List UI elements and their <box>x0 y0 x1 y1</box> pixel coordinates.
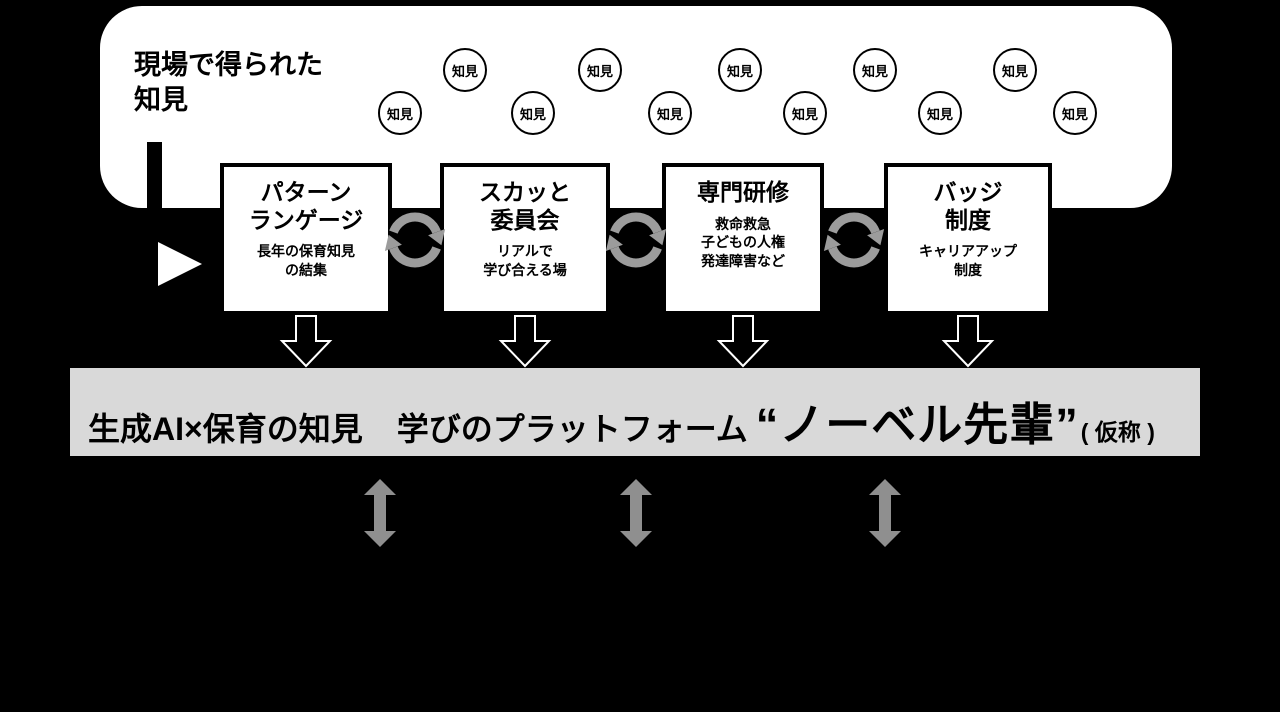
platform-bar-left-text: 生成AI×保育の知見 <box>88 411 363 447</box>
knowledge-circle: 知見 <box>783 91 827 135</box>
platform-bar-suffix-text: ( 仮称 ) <box>1080 419 1155 445</box>
double-arrow-icon <box>620 479 652 547</box>
box-title: スカッと 委員会 <box>479 179 571 233</box>
knowledge-circle: 知見 <box>648 91 692 135</box>
box-subtitle: キャリアアップ 制度 <box>919 243 1017 279</box>
down-arrow-icon <box>718 315 768 367</box>
box-title: 専門研修 <box>697 179 789 205</box>
box-sukatto-committee: スカッと 委員会 リアルで 学び合える場 <box>440 163 610 315</box>
platform-bar: 生成AI×保育の知見 学びのプラットフォーム “ノーベル先輩” ( 仮称 ) <box>70 368 1200 456</box>
knowledge-circle: 知見 <box>918 91 962 135</box>
box-specialized-training: 専門研修 救命救急 子どもの人権 発達障害など <box>662 163 824 315</box>
cycle-arrow-icon <box>378 203 452 277</box>
flow-arrow-head-icon <box>158 242 202 286</box>
knowledge-circle: 知見 <box>511 91 555 135</box>
double-arrow-icon <box>869 479 901 547</box>
knowledge-circle: 知見 <box>718 48 762 92</box>
box-subtitle: リアルで 学び合える場 <box>483 243 567 279</box>
box-title: バッジ 制度 <box>933 179 1003 233</box>
box-pattern-language: パターン ランゲージ 長年の保育知見 の結集 <box>220 163 392 315</box>
knowledge-circle: 知見 <box>578 48 622 92</box>
knowledge-circle: 知見 <box>853 48 897 92</box>
down-arrow-icon <box>281 315 331 367</box>
flow-arrow-shaft <box>147 142 162 212</box>
cycle-arrow-icon <box>599 203 673 277</box>
platform-bar-middle-text: 学びのプラットフォーム <box>396 411 748 447</box>
double-arrow-icon <box>364 479 396 547</box>
knowledge-circle: 知見 <box>378 91 422 135</box>
box-subtitle: 長年の保育知見 の結集 <box>257 243 355 279</box>
knowledge-circle: 知見 <box>1053 91 1097 135</box>
box-title: パターン ランゲージ <box>248 179 364 233</box>
box-badge-system: バッジ 制度 キャリアアップ 制度 <box>884 163 1052 315</box>
down-arrow-icon <box>500 315 550 367</box>
knowledge-circle: 知見 <box>443 48 487 92</box>
platform-bar-highlight-text: “ノーベル先輩” <box>755 399 1079 450</box>
knowledge-circle: 知見 <box>993 48 1037 92</box>
down-arrow-icon <box>943 315 993 367</box>
box-subtitle: 救命救急 子どもの人権 発達障害など <box>701 215 785 270</box>
cycle-arrow-icon <box>817 203 891 277</box>
cloud-title: 現場で得られた 知見 <box>134 50 323 116</box>
